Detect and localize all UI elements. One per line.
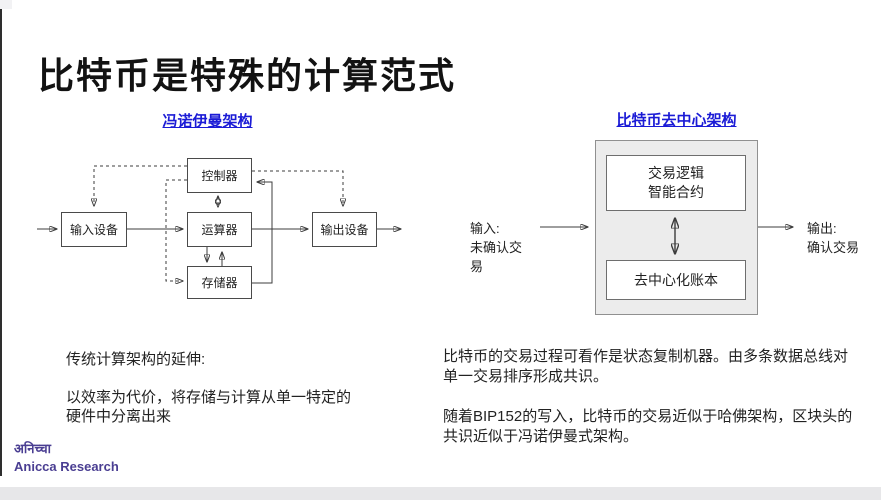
top-left-corner-block <box>0 0 12 9</box>
input-unconfirmed-label: 输入: 未确认交 易 <box>470 221 523 274</box>
bitcoin-flow-arrows <box>540 218 793 254</box>
controller-box: 控制器 <box>187 158 252 193</box>
footer-logo: अनिच्चा Anicca Research <box>14 439 119 476</box>
memory-box: 存储器 <box>187 266 252 299</box>
von-neumann-solid-flow-arrows <box>37 182 401 284</box>
alu-box: 运算器 <box>187 212 252 247</box>
ledger-box: 去中心化账本 <box>606 260 746 300</box>
von-neumann-heading-link[interactable]: 冯诺伊曼架构 <box>162 113 253 130</box>
slide-title: 比特币是特殊的计算范式 <box>38 55 457 96</box>
logo-devanagari-text: अनिच्चा <box>14 441 52 456</box>
logo-english-text: Anicca Research <box>14 459 119 474</box>
smart-contract-box: 交易逻辑 智能合约 <box>606 155 746 211</box>
von-neumann-control-dashed-arrows <box>94 165 343 281</box>
input-device-box: 输入设备 <box>61 212 127 247</box>
von-neumann-caption: 传统计算架构的延伸: 以效率为代价，将存储与计算从单一特定的 硬件中分离出来 <box>66 351 352 425</box>
bitcoin-heading-link[interactable]: 比特币去中心架构 <box>616 112 737 129</box>
output-confirmed-label: 输出: 确认交易 <box>807 221 860 255</box>
output-device-box: 输出设备 <box>312 212 377 247</box>
left-edge-line <box>0 9 2 476</box>
bitcoin-caption: 比特币的交易过程可看作是状态复制机器。由多条数据总线对 单一交易排序形成共识。 … <box>443 348 853 445</box>
bottom-gray-bar <box>0 487 881 500</box>
